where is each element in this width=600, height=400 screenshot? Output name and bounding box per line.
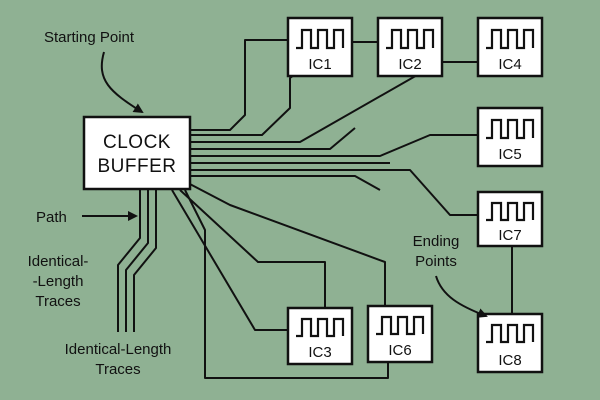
ic1-box: IC1 [286,16,354,78]
identical-trace-1 [117,190,141,332]
ic3-label: IC3 [308,344,331,361]
trace-ic7-b [190,175,381,191]
clock-wave-icon [296,28,345,50]
ending-points-arrow [435,275,488,318]
annotations: Starting Point Path Identical- -Length T… [28,29,488,378]
ic2-box: IC2 [376,16,444,78]
ic5-box: IC5 [476,106,544,168]
starting-point-label: Starting Point [44,29,135,46]
ic6-box: IC6 [366,304,434,364]
starting-point-arrow [100,51,144,114]
trace-bottom-loop [184,189,389,379]
trace-ic5 [190,134,478,157]
ic8-label: IC8 [498,352,521,369]
identical-trace-2 [125,190,149,332]
trace-ic5-a [190,127,356,150]
ic5-label: IC5 [498,146,521,163]
clock-wave-icon [486,323,535,344]
identical-length-bottom-line2: Traces [95,361,140,378]
identical-length-left-line1: Identical- [28,253,89,270]
path-label: Path [36,209,67,226]
ic4-box: IC4 [476,16,544,78]
ic2-label: IC2 [398,56,421,73]
ic1-label: IC1 [308,56,331,73]
clock-wave-icon [296,317,345,338]
trace-ic6 [185,181,386,308]
trace-ic1 [190,39,288,131]
trace-ic7 [190,169,478,216]
identical-trace-3 [133,190,157,332]
ic7-box: IC7 [476,190,544,248]
ending-points-line2: Points [415,253,457,270]
clock-wave-icon [486,28,535,50]
clock-buffer: CLOCK BUFFER [82,115,192,191]
ic7-label: IC7 [498,227,521,244]
identical-length-left-line3: Traces [35,293,80,310]
trace-ic4 [190,61,478,143]
identical-length-left-line2: -Length [33,273,84,290]
traces [117,39,513,379]
ic-boxes: IC1 IC2 IC4 IC5 IC7 IC3 [286,16,544,374]
clock-buffer-line1: CLOCK [103,132,171,153]
clock-wave-icon [376,315,425,336]
ic8-box: IC8 [476,312,544,374]
ic4-label: IC4 [498,56,521,73]
ic3-box: IC3 [286,306,354,366]
clock-wave-icon [386,28,435,50]
clock-wave-icon [486,201,535,222]
identical-length-bottom-line1: Identical-Length [65,341,172,358]
clock-buffer-line2: BUFFER [98,156,177,177]
clock-wave-icon [486,118,535,140]
ending-points-line1: Ending [413,233,460,250]
ic6-label: IC6 [388,342,411,359]
trace-ic3-b [171,189,288,331]
trace-ic3 [179,189,326,308]
